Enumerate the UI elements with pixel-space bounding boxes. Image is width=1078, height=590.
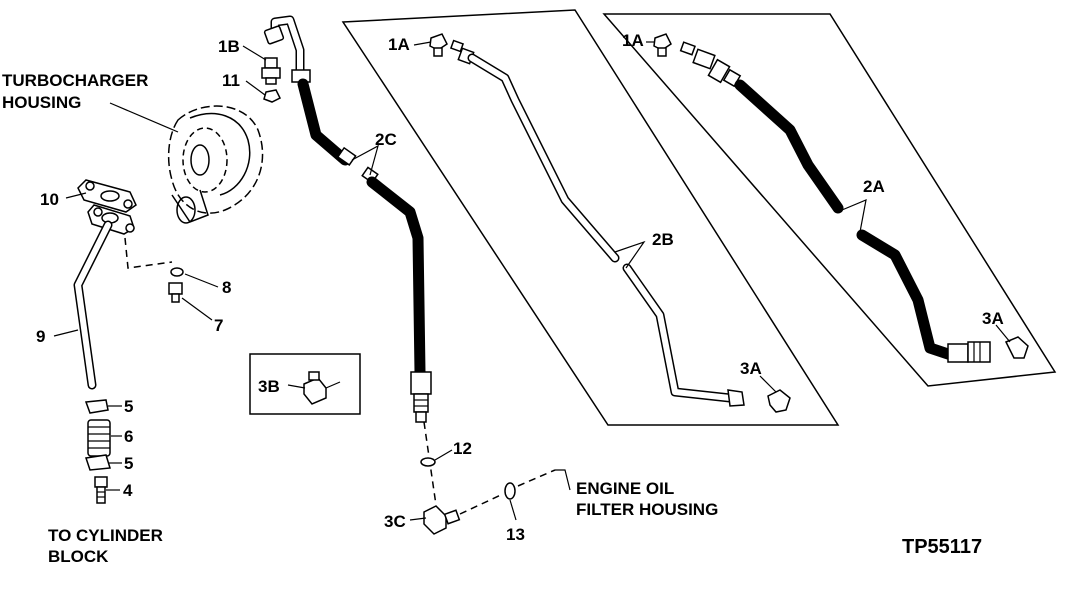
oring-12 xyxy=(420,457,436,467)
label-2a: 2A xyxy=(863,177,885,196)
leader-9 xyxy=(53,329,79,337)
leader-2a xyxy=(841,199,867,233)
label-13: 13 xyxy=(506,525,525,544)
line-2c-lower xyxy=(361,166,432,423)
line-2a-lower xyxy=(856,229,991,363)
label-5-bottom: 5 xyxy=(124,454,133,473)
oil-filter-leader xyxy=(555,469,571,491)
line-2c-upper xyxy=(263,15,357,166)
label-3a-right: 3A xyxy=(982,309,1004,328)
fitting-4 xyxy=(94,476,108,504)
line-2b-upper xyxy=(449,39,620,263)
caption-oil-line2: FILTER HOUSING xyxy=(576,500,718,519)
elbow-3c xyxy=(423,505,461,535)
dash-bolt-path xyxy=(124,237,173,269)
line-2b-lower xyxy=(622,263,745,407)
oring-13 xyxy=(504,482,516,500)
turbo-leader xyxy=(109,102,179,133)
caption-cylinder-line1: TO CYLINDER xyxy=(48,526,163,545)
leader-2b xyxy=(614,240,646,269)
fitting-1b xyxy=(261,57,281,85)
label-12: 12 xyxy=(453,439,472,458)
panel-2a-outline xyxy=(602,13,1057,387)
gasket-10-upper xyxy=(77,179,137,213)
label-8: 8 xyxy=(222,278,231,297)
panel-2b-outline xyxy=(341,9,840,426)
caption-turbo-line1: TURBOCHARGER xyxy=(2,71,148,90)
label-3a-mid: 3A xyxy=(740,359,762,378)
elbow-3a-mid xyxy=(767,389,791,413)
box-3b xyxy=(249,353,361,415)
leader-2c xyxy=(351,144,379,176)
figure-id: TP55117 xyxy=(902,536,982,558)
fitting-5-top xyxy=(84,399,109,414)
caption-oil-line1: ENGINE OIL xyxy=(576,479,674,498)
label-3c: 3C xyxy=(384,512,406,531)
turbocharger-housing xyxy=(167,105,264,224)
washer-8 xyxy=(170,267,184,277)
label-4: 4 xyxy=(123,481,133,500)
leader-10 xyxy=(65,192,87,199)
hose-6 xyxy=(87,419,111,457)
label-3b: 3B xyxy=(258,377,280,396)
label-11: 11 xyxy=(222,71,240,90)
label-10: 10 xyxy=(40,190,59,209)
label-1b: 1B xyxy=(218,37,240,56)
fitting-5-bottom xyxy=(85,454,111,471)
label-2b: 2B xyxy=(652,230,674,249)
label-7: 7 xyxy=(214,316,223,335)
fitting-1a-right xyxy=(653,33,672,57)
label-1a-left: 1A xyxy=(388,35,410,54)
elbow-3a-right xyxy=(1004,336,1029,359)
nut-11 xyxy=(263,89,282,103)
label-5-top: 5 xyxy=(124,397,133,416)
caption-cylinder-line2: BLOCK xyxy=(48,547,109,566)
label-9: 9 xyxy=(36,327,45,346)
label-1a-right: 1A xyxy=(622,31,644,50)
label-6: 6 xyxy=(124,427,133,446)
fitting-3b xyxy=(303,371,341,405)
bolt-7 xyxy=(168,282,183,303)
fitting-1a-left xyxy=(429,33,448,57)
dash-3c-to-13 xyxy=(459,493,504,515)
flange-gasket-lower xyxy=(87,204,135,235)
caption-turbo-line2: HOUSING xyxy=(2,93,81,112)
label-2c: 2C xyxy=(375,130,397,149)
line-2a-upper xyxy=(679,41,844,214)
